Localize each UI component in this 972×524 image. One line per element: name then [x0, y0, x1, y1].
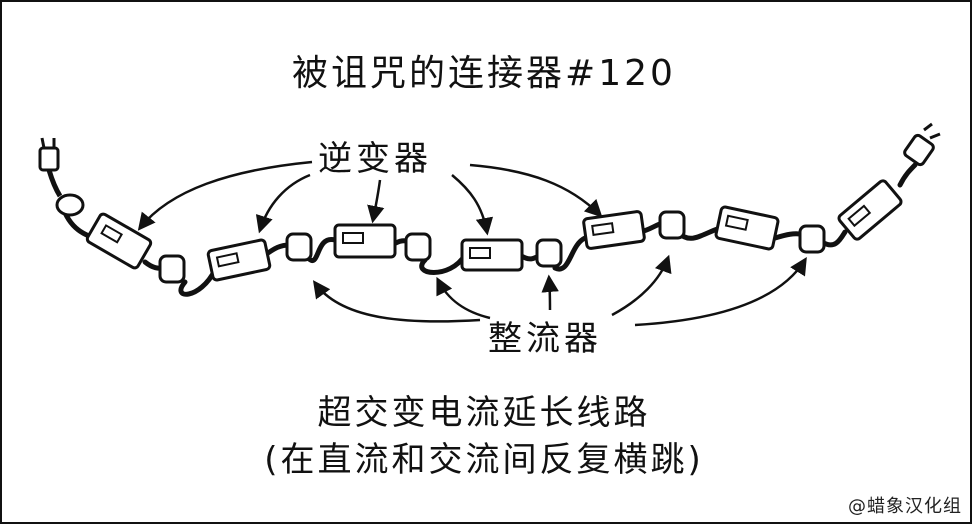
left-plug	[38, 137, 85, 217]
arrow-rectifier-1	[312, 280, 481, 323]
rectifier-adapter	[285, 232, 313, 262]
arrow-inverter-2	[255, 173, 311, 234]
rectifier-adapter	[535, 238, 563, 268]
caption-line-2: (在直流和交流间反复横跳)	[264, 440, 704, 480]
inverter-box	[85, 212, 153, 270]
arrow-rectifier-5	[634, 257, 807, 327]
rectifier-adapter	[658, 210, 686, 240]
right-plug	[903, 122, 941, 167]
inverter-box	[333, 223, 397, 259]
inverter-box	[837, 179, 903, 241]
translator-credit: @蜡象汉化组	[848, 496, 962, 517]
rectifier-label: 整流器	[488, 319, 602, 359]
arrow-rectifier-3	[541, 274, 559, 311]
comic-title: 被诅咒的连接器#120	[292, 53, 676, 94]
rectifier-adapter	[158, 254, 186, 284]
inverter-box	[460, 238, 524, 272]
rectifier-adapter	[404, 232, 432, 262]
arrow-inverter-1	[137, 160, 313, 231]
arrow-rectifier-2	[436, 276, 491, 320]
inverter-box	[582, 210, 646, 250]
inverter-box	[714, 205, 780, 251]
arrow-inverter-5	[469, 163, 603, 218]
arrow-inverter-3	[367, 179, 385, 224]
caption-line-1: 超交变电流延长线路	[317, 393, 651, 433]
inverter-box	[206, 238, 272, 282]
rectifier-adapter	[798, 224, 826, 254]
cable	[59, 162, 918, 297]
arrow-rectifier-4	[611, 254, 672, 317]
arrow-inverter-4	[451, 174, 494, 236]
inverter-label: 逆变器	[318, 139, 432, 179]
